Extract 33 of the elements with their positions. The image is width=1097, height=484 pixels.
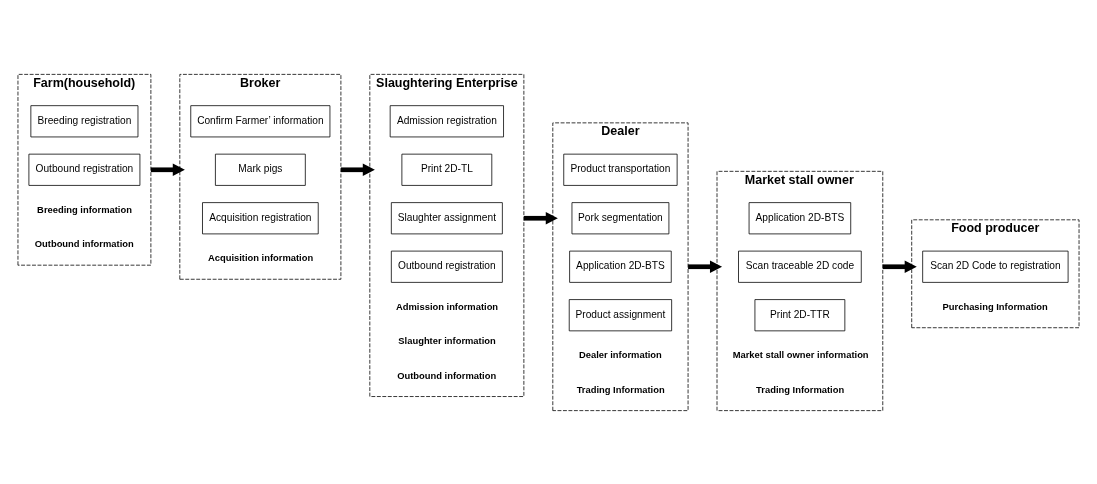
arrow xyxy=(688,259,723,273)
node-box: Confirm Farmer’ information xyxy=(190,104,331,137)
node-label: Breeding information xyxy=(37,204,132,215)
node-box: Application 2D-BTS xyxy=(569,250,672,283)
node-box: Slaughter assignment xyxy=(390,201,503,234)
node-label: Slaughter information xyxy=(398,335,496,346)
node-box: Mark pigs xyxy=(215,153,306,186)
node-box: Outbound registration xyxy=(28,153,141,186)
node-label: Outbound information xyxy=(34,238,134,249)
node-box: Scan 2D Code to registration xyxy=(922,250,1069,283)
node-box: Acquisition registration xyxy=(202,201,319,234)
node-label: Dealer information xyxy=(579,349,662,360)
node-box: Print 2D-TL xyxy=(401,153,493,186)
node-label: Acquisition information xyxy=(207,252,314,263)
arrow xyxy=(340,162,375,176)
node-box: Scan traceable 2D code xyxy=(738,250,862,283)
node-box: Pork segmentation xyxy=(571,201,670,234)
node-label: Outbound information xyxy=(397,370,497,381)
node-label: Market stall owner information xyxy=(732,349,869,360)
node-label: Admission information xyxy=(396,301,499,312)
node-box: Breeding registration xyxy=(30,104,139,137)
node-box: Admission registration xyxy=(389,104,504,137)
node-label: Trading Information xyxy=(756,384,845,395)
node-box: Print 2D-TTR xyxy=(754,298,846,331)
arrow xyxy=(523,211,558,225)
node-label: Purchasing Information xyxy=(942,301,1048,312)
node-box: Product assignment xyxy=(568,298,673,331)
node-box: Application 2D-BTS xyxy=(748,201,852,234)
node-box: Outbound registration xyxy=(390,250,503,283)
arrow xyxy=(882,259,917,273)
node-box: Product transportation xyxy=(563,153,678,186)
node-label: Trading Information xyxy=(576,384,665,395)
arrow xyxy=(150,162,185,176)
